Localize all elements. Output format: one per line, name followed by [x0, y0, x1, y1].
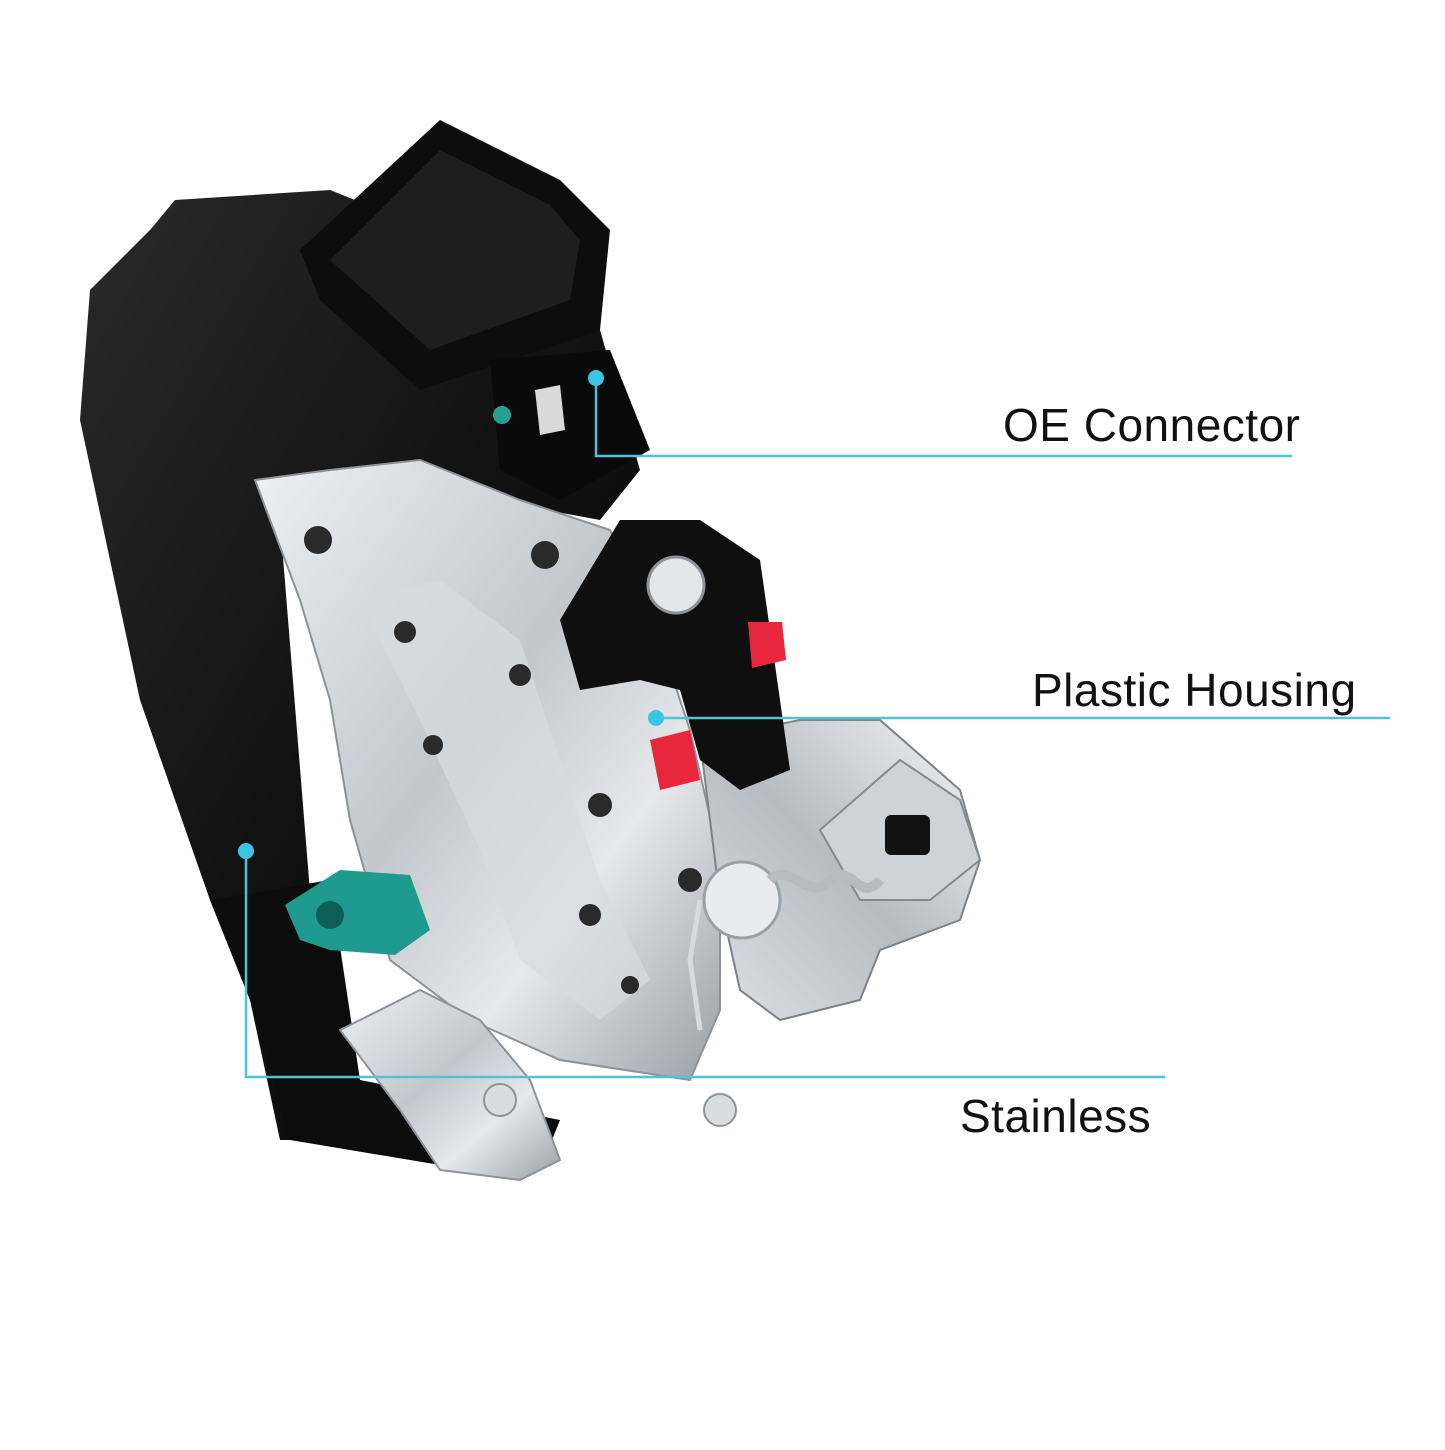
- plastic-lever-pivot: [646, 555, 706, 615]
- connector-socket: [490, 350, 650, 500]
- teal-clip-hole: [316, 901, 344, 929]
- teal-cable-clip: [285, 870, 430, 955]
- callout-label-oe-connector: OE Connector: [1003, 399, 1301, 451]
- callout-lines: [244, 378, 1390, 1079]
- latch-black-clip: [885, 815, 930, 855]
- callout-label-stainless: Stainless: [960, 1090, 1152, 1142]
- red-lock-tab: [650, 730, 700, 790]
- callout-dot-oe-connector: [588, 370, 604, 386]
- callout-line-stainless: [244, 851, 1165, 1079]
- callout-label-plastic-housing: Plastic Housing: [1032, 664, 1357, 716]
- bracket-bolt: [703, 1093, 737, 1127]
- lower-bracket: [285, 870, 737, 1182]
- red-release-tab: [748, 622, 786, 668]
- housing-motor-cap-highlight: [330, 150, 580, 350]
- connector-pin: [493, 406, 511, 424]
- lower-bracket-arm: [338, 988, 562, 1182]
- plate-holes: [304, 526, 702, 994]
- latch-mechanism: [687, 719, 982, 1031]
- connector-terminal: [535, 385, 565, 435]
- housing-lower-panel: [210, 880, 560, 1170]
- callout-dots: [238, 370, 664, 859]
- callout-line-oe-connector: [594, 378, 1292, 458]
- housing-body: [80, 120, 650, 1170]
- latch-spring: [766, 869, 884, 893]
- plastic-lever-body: [560, 520, 790, 790]
- callout-dot-stainless: [238, 843, 254, 859]
- latch-wire-rod: [687, 899, 703, 1031]
- callout-dot-plastic-housing: [648, 710, 664, 726]
- mounting-plate-embossing: [360, 580, 650, 1020]
- plastic-lever: [560, 520, 790, 790]
- bracket-bolt: [483, 1083, 517, 1117]
- latch-pin-head: [702, 860, 782, 940]
